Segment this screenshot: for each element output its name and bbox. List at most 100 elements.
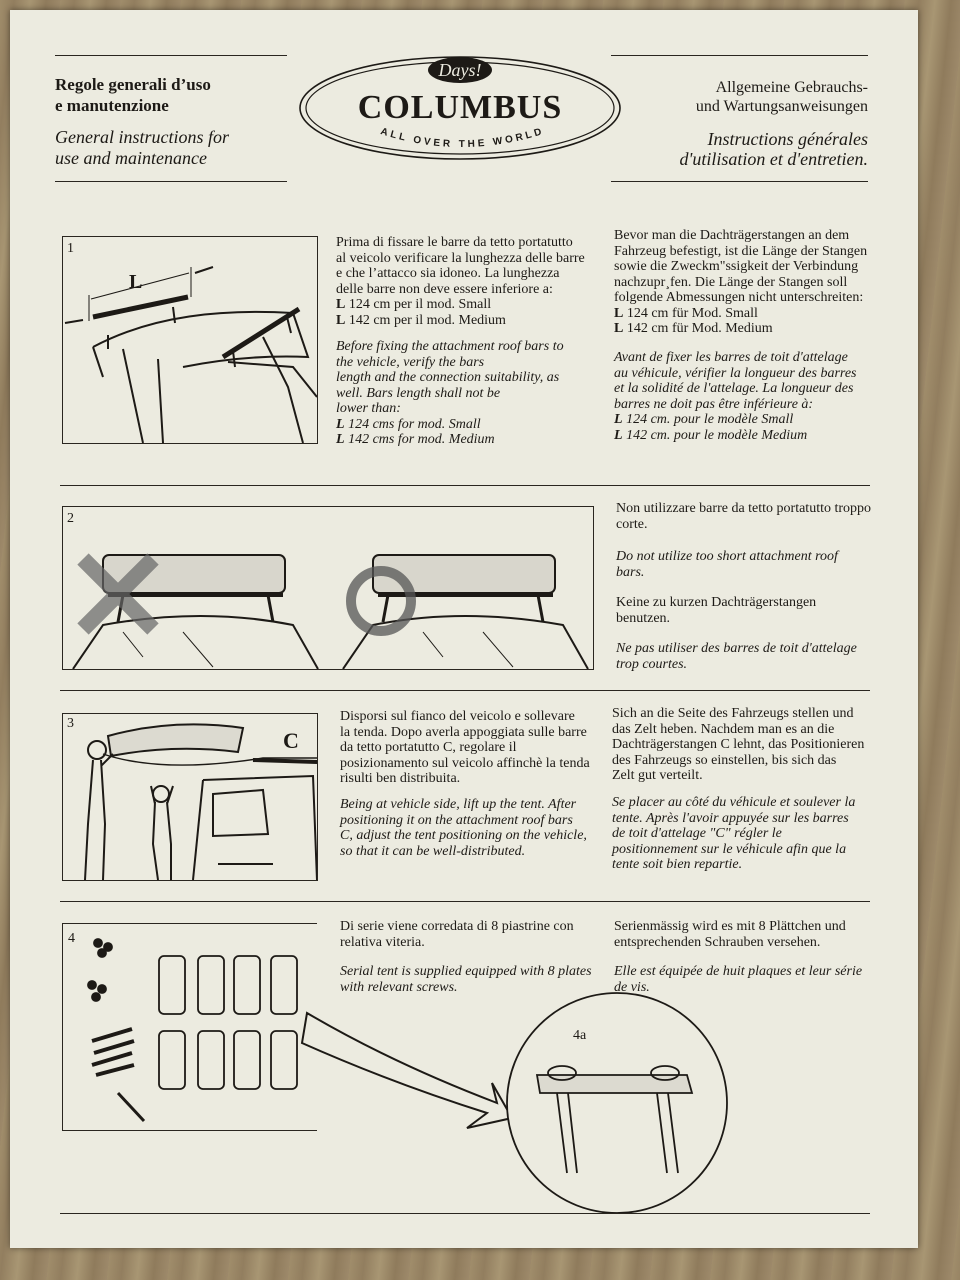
step3-it-line1: Disporsi sul fianco del veicolo e sollev…	[340, 709, 575, 724]
step1-fr-medium: L 142 cm. pour le modèle Medium	[614, 428, 856, 444]
step1-illustration: 1 L	[62, 236, 318, 444]
step1-de-medium: L 142 cm für Mod. Medium	[614, 321, 867, 337]
step3-de-line1: Sich an die Seite des Fahrzeugs stellen …	[612, 706, 854, 721]
step3-de-line2: das Zelt heben. Nachdem man es an die	[612, 721, 835, 737]
step1-it-medium-value: 142 cm per il mod. Medium	[348, 312, 506, 328]
step1-german-text: Bevor man die Dachträgerstangen an dem F…	[614, 228, 867, 337]
step3-fr-line4: positionnement sur le véhicule afin que …	[612, 841, 847, 857]
step3-it-line3: da tetto portatutto C, regolare il	[340, 740, 517, 755]
step3-it-line5: risulti ben distribuita.	[340, 771, 461, 786]
step1-de-line1: Bevor man die Dachträgerstangen an dem	[614, 228, 850, 243]
step2-french-text: Ne pas utiliser des barres de toit d'att…	[616, 641, 857, 672]
step1-en-small-L: L	[336, 416, 345, 432]
step2-en-line2: bars.	[616, 564, 645, 580]
step3-en-line2: positioning it on the attachment roof ba…	[340, 812, 573, 828]
step4-fr-line1: Elle est équipée de huit plaques et leur…	[614, 964, 863, 979]
step3-en-line3: C, adjust the tent positioning on the ve…	[340, 828, 587, 843]
step1-de-medium-value: 142 cm für Mod. Medium	[626, 321, 773, 336]
step1-fr-line2: au véhicule, vérifier la longueur des ba…	[614, 365, 857, 381]
step2-it-line2: corte.	[616, 516, 648, 532]
step1-de-line5: folgende Abmessungen nicht unterschreite…	[614, 290, 864, 305]
header-top-rule-right	[611, 55, 868, 56]
header-bottom-rule-left	[55, 181, 287, 182]
step1-en-small-value: 124 cms for mod. Small	[348, 416, 481, 432]
step2-english-text: Do not utilize too short attachment roof…	[616, 549, 838, 580]
section-divider-bottom	[60, 1213, 870, 1214]
step1-de-small: L 124 cm für Mod. Small	[614, 306, 867, 322]
step1-it-small-L: L	[336, 297, 346, 312]
step2-en-line1: Do not utilize too short attachment roof	[616, 549, 838, 564]
step1-de-line2: Fahrzeug befestigt, ist die Länge der St…	[614, 243, 868, 259]
step4-italian-text: Di serie viene corredata di 8 piastrine …	[340, 919, 574, 950]
step1-fr-medium-L: L	[614, 427, 623, 443]
step2-illustration: 2	[62, 506, 594, 670]
title-italian-2: e manutenzione	[55, 96, 169, 115]
step1-en-line3: length and the connection suitability, a…	[336, 370, 560, 385]
step3-fr-line3: de toit d'attelage "C" régler le	[612, 826, 782, 841]
step1-it-line3: e che l’attacco sia idoneo. La lunghezza	[336, 266, 560, 281]
section-divider-3	[60, 901, 870, 902]
plates-top-row	[158, 955, 298, 1015]
step1-fr-medium-value: 142 cm. pour le modèle Medium	[626, 427, 808, 443]
step2-fr-line2: trop courtes.	[616, 656, 688, 672]
step3-fr-line1: Se placer au côté du véhicule et souleve…	[612, 795, 856, 810]
step2-de-line2: benutzen.	[616, 610, 671, 626]
title-italian-1: Regole generali d’uso	[55, 75, 211, 94]
step3-illustration: 3 C	[62, 713, 318, 881]
step1-english-text: Before fixing the attachment roof bars t…	[336, 339, 564, 448]
step4-de-line2: entsprechenden Schrauben versehen.	[614, 934, 821, 950]
step4-french-text: Elle est équipée de huit plaques et leur…	[614, 964, 862, 995]
step2-fr-line1: Ne pas utiliser des barres de toit d'att…	[616, 641, 857, 656]
step1-en-line1: Before fixing the attachment roof bars t…	[336, 339, 564, 354]
step4-fr-line2: de vis.	[614, 979, 650, 995]
step1-en-line4: well. Bars length shall not be	[336, 385, 501, 401]
step3-fr-line5: tente soit bien repartie.	[612, 857, 743, 872]
step1-fr-small-L: L	[614, 412, 623, 427]
title-french-1: Instructions générales	[707, 129, 868, 149]
logo-tagline: ALL OVER THE WORLD	[379, 126, 546, 150]
step3-de-line4: des Fahrzeugs so einstellen, bis sich da…	[612, 752, 837, 768]
section-divider-2	[60, 690, 870, 691]
step1-de-medium-L: L	[614, 321, 624, 336]
step2-number: 2	[67, 511, 74, 526]
step1-de-small-L: L	[614, 305, 624, 321]
step3-en-line4: so that it can be well-distributed.	[340, 843, 526, 859]
step2-de-line1: Keine zu kurzen Dachträgerstangen	[616, 595, 817, 610]
step1-it-small: L 124 cm per il mod. Small	[336, 297, 585, 313]
step4-en-line2: with relevant screws.	[340, 979, 458, 995]
title-english-2: use and maintenance	[55, 148, 207, 168]
step3-de-line3: Dachträgerstangen C lehnt, das Positioni…	[612, 737, 865, 752]
step1-it-medium: L 142 cm per il mod. Medium	[336, 313, 585, 329]
step1-it-line2: al veicolo verificare la lunghezza delle…	[336, 250, 585, 266]
step2-german-text: Keine zu kurzen Dachträgerstangen benutz…	[616, 595, 816, 626]
columbus-logo: Days! COLUMBUS ALL OVER THE WORLD	[295, 52, 625, 164]
step1-de-line4: nachzupr¸fen. Die Länge der Stangen soll	[614, 274, 848, 290]
step3-de-line5: Zelt gut verteilt.	[612, 768, 703, 783]
step1-fr-line3: et la solidité de l'attelage. La longueu…	[614, 381, 854, 396]
step1-it-line4: delle barre non deve essere inferiore a:	[336, 281, 553, 297]
step1-en-line2: the vehicle, verify the bars	[336, 354, 485, 370]
step3-english-text: Being at vehicle side, lift up the tent.…	[340, 797, 587, 859]
step1-fr-small: L 124 cm. pour le modèle Small	[614, 412, 856, 428]
section-divider-1	[60, 485, 870, 486]
step4-german-text: Serienmässig wird es mit 8 Plättchen und…	[614, 919, 846, 950]
step1-fr-small-value: 124 cm. pour le modèle Small	[626, 412, 794, 427]
step1-de-small-value: 124 cm für Mod. Small	[626, 305, 758, 321]
step1-number: 1	[67, 241, 74, 256]
step2-italian-text: Non utilizzare barre da tetto portatutto…	[616, 501, 871, 532]
step1-italian-text: Prima di fissare le barre da tetto porta…	[336, 235, 585, 328]
step4-drawing: 4 4a	[62, 923, 742, 1214]
step4-english-text: Serial tent is supplied equipped with 8 …	[340, 964, 592, 995]
step4-label-4a: 4a	[573, 1028, 587, 1043]
header-top-rule-left	[55, 55, 287, 56]
step3-german-text: Sich an die Seite des Fahrzeugs stellen …	[612, 706, 864, 784]
title-german-1: Allgemeine Gebrauchs-	[715, 79, 868, 96]
step1-label-L: L	[129, 271, 143, 293]
logo-script: Days!	[438, 60, 482, 80]
step3-fr-line2: tente. Après l'avoir appuyée sur les bar…	[612, 810, 849, 826]
step1-en-medium: L 142 cms for mod. Medium	[336, 432, 564, 448]
step3-number: 3	[67, 716, 74, 731]
step4-en-line1: Serial tent is supplied equipped with 8 …	[340, 964, 592, 979]
plates-bottom-row	[158, 1030, 298, 1090]
step4-illustration	[62, 923, 317, 1131]
